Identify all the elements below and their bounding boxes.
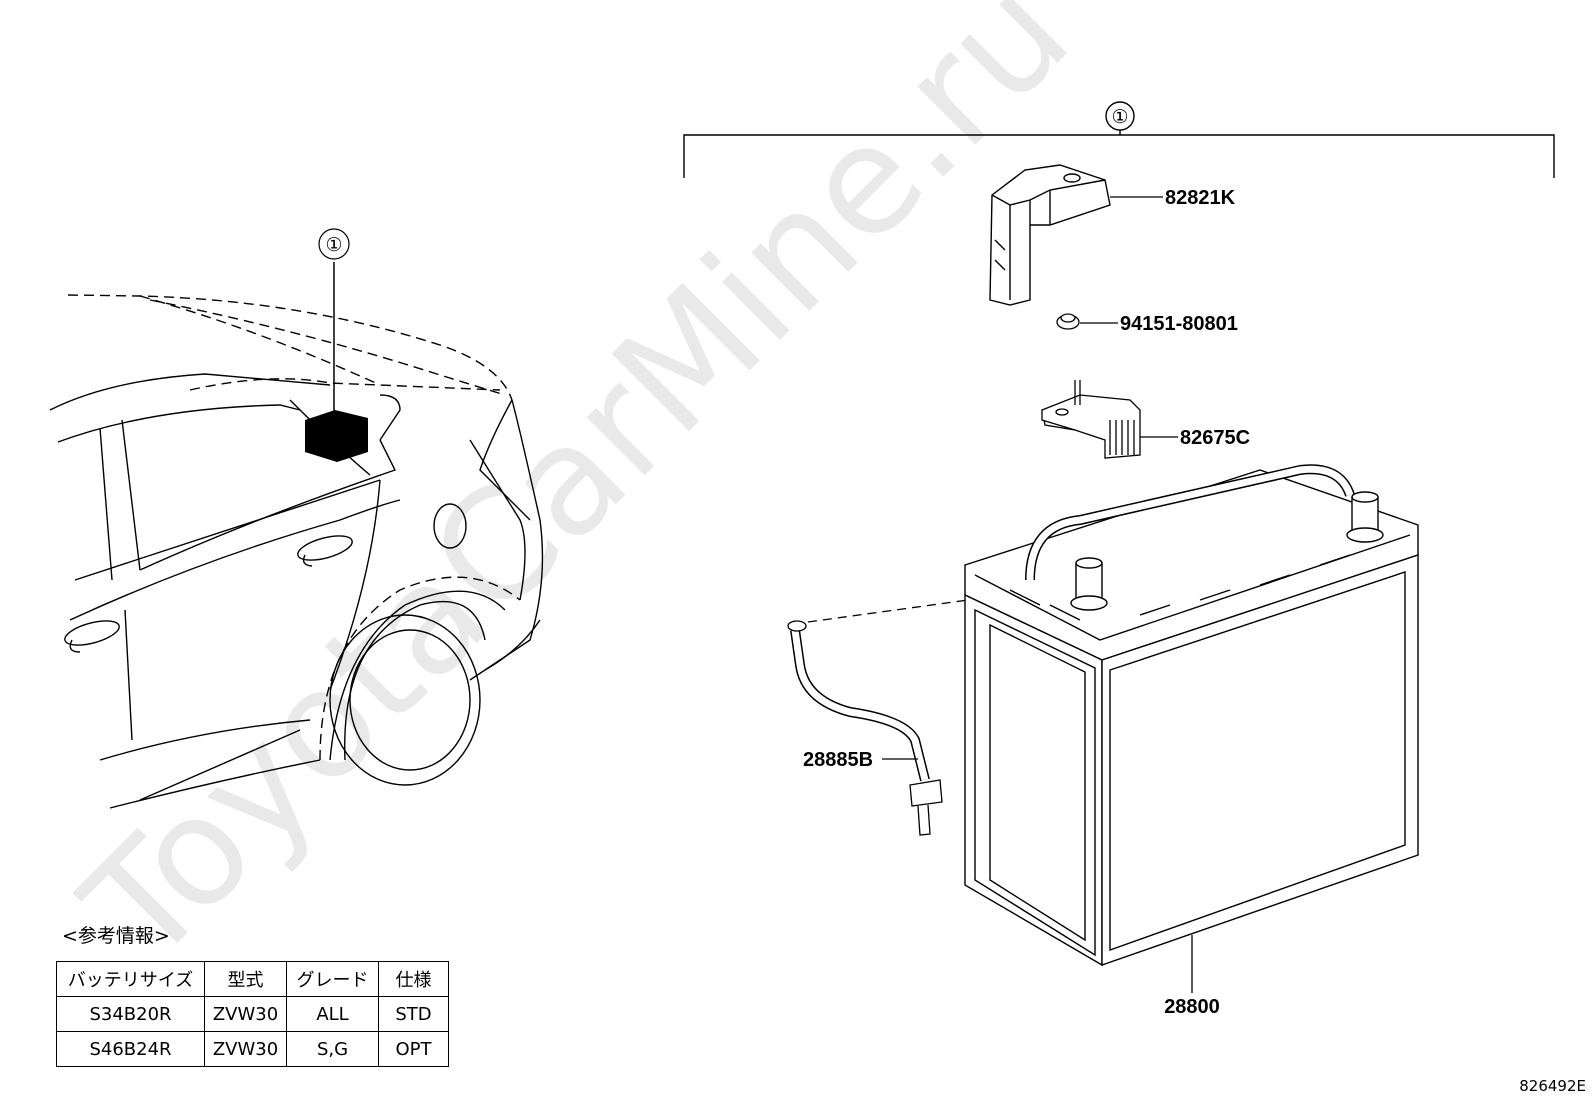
part-number-82675C[interactable]: 82675C: [1180, 427, 1250, 449]
cell-model: ZVW30: [204, 1031, 287, 1067]
cell-spec: STD: [378, 996, 449, 1032]
part-number-94151-80801[interactable]: 94151-80801: [1120, 313, 1238, 335]
cell-spec: OPT: [378, 1031, 449, 1067]
nut-drawing: [1056, 313, 1080, 330]
part-number-82821K[interactable]: 82821K: [1165, 187, 1236, 209]
vehicle-outline: [49, 294, 544, 809]
part-number-28800[interactable]: 28800: [1164, 996, 1220, 1018]
header-battery-size: バッテリサイズ: [56, 961, 205, 997]
table-row: S46B24R ZVW30 S,G OPT: [56, 1031, 449, 1067]
illustration-id: 826492E: [1519, 1077, 1586, 1095]
cell-model: ZVW30: [204, 996, 287, 1032]
terminal-clamp-drawing: [1041, 380, 1141, 459]
assembly-bracket: [683, 101, 1555, 178]
terminal-cover-drawing: [989, 164, 1111, 306]
part-number-28885B[interactable]: 28885B: [803, 749, 873, 771]
cell-battery-size: S46B24R: [56, 1031, 205, 1067]
battery-drawing: [964, 464, 1419, 967]
cell-grade: S,G: [286, 1031, 379, 1067]
reference-title: <参考情報>: [62, 925, 170, 947]
cell-battery-size: S34B20R: [56, 996, 205, 1032]
assembly-marker-label: ①: [1111, 106, 1128, 128]
reference-table: バッテリサイズ 型式 グレード 仕様 S34B20R ZVW30 ALL STD…: [56, 961, 449, 1067]
table-row: S34B20R ZVW30 ALL STD: [56, 996, 449, 1032]
vent-hose-drawing: [787, 620, 943, 836]
header-spec: 仕様: [378, 961, 449, 997]
header-grade: グレード: [286, 961, 379, 997]
location-marker-label: ①: [325, 234, 342, 256]
battery-location-marker: ①: [305, 228, 368, 462]
hose-connection-dashes: [807, 599, 969, 623]
reference-header-row: バッテリサイズ 型式 グレード 仕様: [56, 961, 449, 997]
watermark: ToyotaCarMine.ru: [52, 0, 1102, 996]
header-model: 型式: [204, 961, 287, 997]
cell-grade: ALL: [286, 996, 379, 1032]
